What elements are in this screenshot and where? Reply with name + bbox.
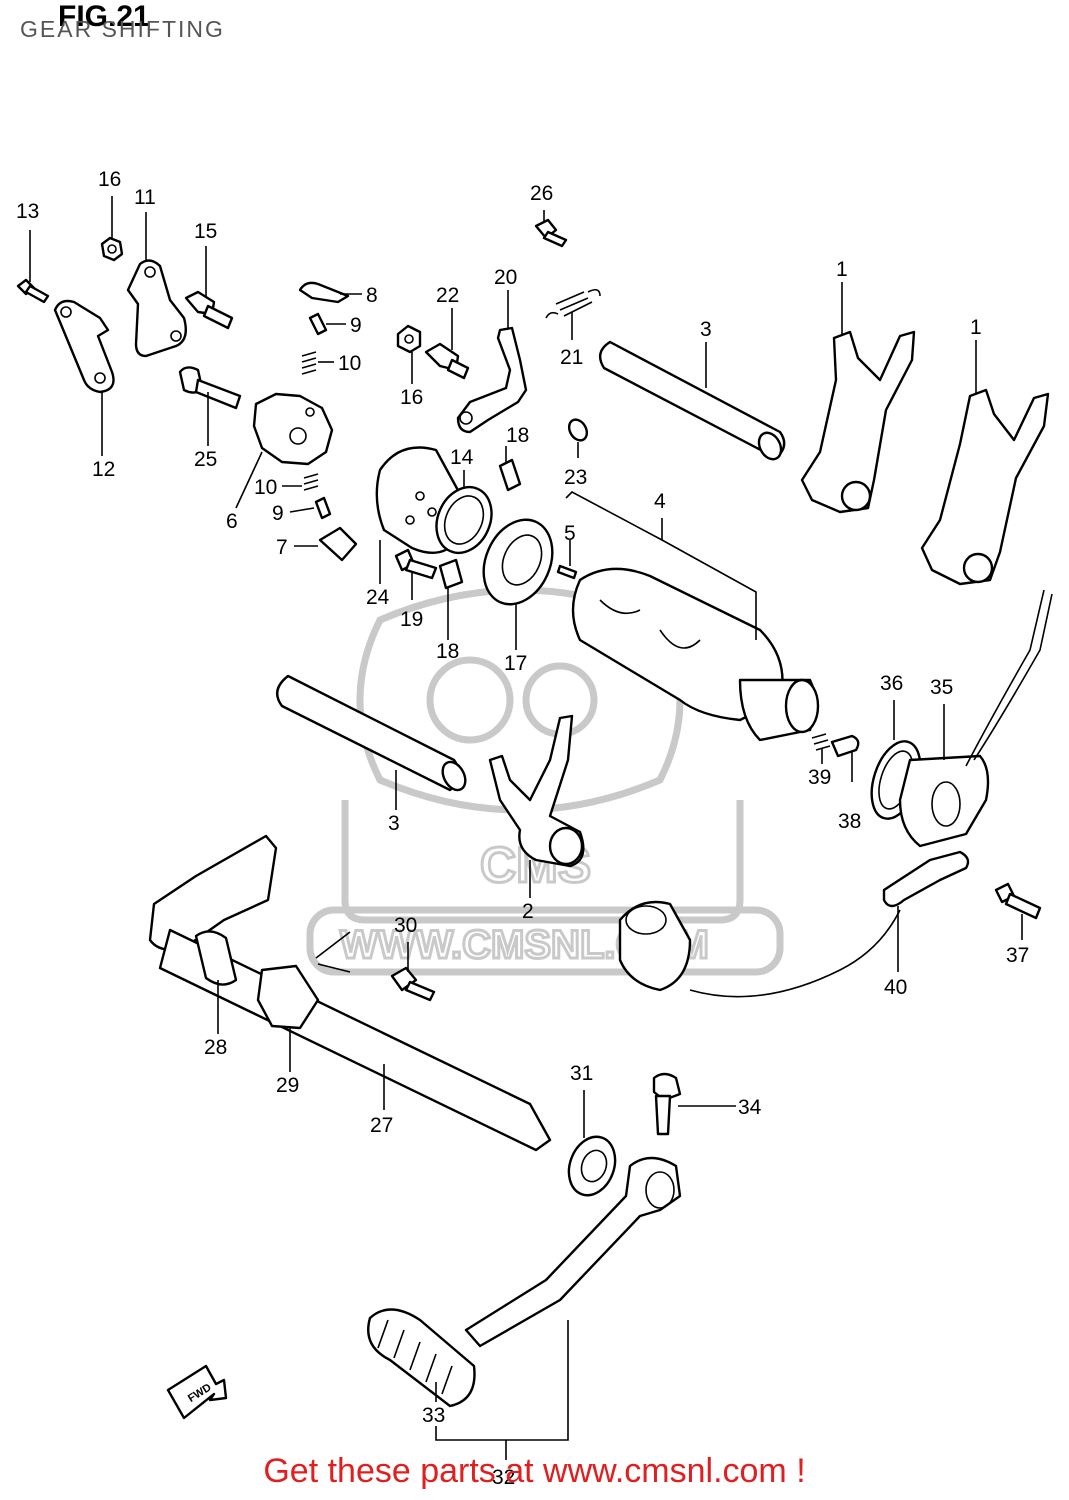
callout-10-upper: 10 bbox=[338, 352, 361, 375]
fwd-arrow-icon: FWD bbox=[166, 1364, 228, 1420]
callout-8: 8 bbox=[366, 284, 378, 307]
part-spring-39 bbox=[811, 733, 831, 751]
callout-3-lower: 3 bbox=[388, 812, 400, 835]
callout-26: 26 bbox=[530, 182, 553, 205]
part-nut-16a bbox=[100, 236, 124, 262]
part-bolt-34 bbox=[652, 1072, 682, 1136]
part-pedal-32 bbox=[464, 1156, 682, 1348]
callout-22: 22 bbox=[436, 284, 459, 307]
part-switch-cap bbox=[618, 900, 692, 992]
callout-13: 13 bbox=[16, 200, 39, 223]
callout-32: 32 bbox=[492, 1466, 515, 1489]
callout-31: 31 bbox=[570, 1062, 593, 1085]
callout-9-lower: 9 bbox=[272, 502, 284, 525]
callout-20: 20 bbox=[494, 266, 517, 289]
figure-title: FIG.21 bbox=[58, 0, 150, 33]
part-switch-35 bbox=[898, 589, 1053, 848]
callout-16-lower: 16 bbox=[400, 386, 423, 409]
part-pin-38 bbox=[830, 734, 860, 758]
part-pawl-7 bbox=[318, 526, 358, 562]
callout-25: 25 bbox=[194, 448, 217, 471]
part-bolt-19 bbox=[394, 548, 438, 580]
callout-6: 6 bbox=[226, 510, 238, 533]
callout-35: 35 bbox=[930, 676, 953, 699]
part-stud-15 bbox=[184, 290, 234, 330]
callout-7: 7 bbox=[276, 536, 288, 559]
callout-15: 15 bbox=[194, 220, 217, 243]
part-clamp-40 bbox=[689, 850, 970, 998]
part-spring-10a bbox=[301, 351, 317, 375]
part-lever-20 bbox=[456, 326, 528, 434]
leader-lines bbox=[29, 196, 1023, 1460]
callout-17: 17 bbox=[504, 652, 527, 675]
callout-4: 4 bbox=[654, 490, 666, 513]
part-stopper-18a bbox=[498, 458, 522, 492]
part-shaft-3a bbox=[598, 340, 786, 461]
callout-14: 14 bbox=[450, 446, 474, 469]
part-bolt-26 bbox=[534, 218, 568, 248]
callout-34: 34 bbox=[738, 1096, 762, 1119]
callout-10-lower: 10 bbox=[254, 476, 277, 499]
part-pawl-8 bbox=[298, 281, 350, 304]
part-fork-1a bbox=[800, 330, 916, 514]
callout-37: 37 bbox=[1006, 944, 1029, 967]
callout-23: 23 bbox=[564, 466, 587, 489]
part-stud-30 bbox=[390, 966, 436, 1002]
part-ring-14 bbox=[435, 485, 493, 555]
callout-9-upper: 9 bbox=[350, 314, 362, 337]
callout-29: 29 bbox=[276, 1074, 299, 1097]
part-spring-10b bbox=[303, 473, 319, 491]
callout-39: 39 bbox=[808, 766, 831, 789]
part-pin-9b bbox=[314, 496, 332, 520]
callout-36: 36 bbox=[880, 672, 903, 695]
callout-3-upper: 3 bbox=[700, 318, 712, 341]
part-shaft-27 bbox=[148, 834, 552, 1152]
callout-21: 21 bbox=[560, 346, 583, 369]
part-pin-5 bbox=[556, 564, 578, 580]
part-rubber-33 bbox=[367, 1308, 476, 1408]
buy-parts-link[interactable]: Get these parts at www.cmsnl.com ! bbox=[263, 1452, 806, 1490]
callout-27: 27 bbox=[370, 1114, 393, 1137]
callout-1-right: 1 bbox=[970, 316, 982, 339]
part-fork-1b bbox=[920, 388, 1050, 586]
callout-2: 2 bbox=[522, 900, 534, 923]
part-pin-9a bbox=[308, 312, 328, 336]
part-gear-6 bbox=[252, 392, 334, 466]
part-plate-11 bbox=[126, 259, 187, 358]
callout-16-nut: 16 bbox=[98, 168, 121, 191]
callout-12: 12 bbox=[92, 458, 115, 481]
callout-18-lower: 18 bbox=[436, 640, 459, 663]
callout-40: 40 bbox=[884, 976, 907, 999]
part-stud-22 bbox=[424, 342, 470, 380]
callout-24: 24 bbox=[366, 586, 390, 609]
callout-18-upper: 18 bbox=[506, 424, 529, 447]
part-washer-23 bbox=[567, 418, 589, 442]
callout-labels: 13 16 11 15 12 25 8 9 10 22 16 26 20 21 … bbox=[16, 168, 1029, 1489]
callout-5: 5 bbox=[564, 522, 576, 545]
part-bearing-17 bbox=[482, 518, 554, 606]
part-spring-21 bbox=[545, 288, 601, 319]
part-plate-12 bbox=[53, 299, 115, 394]
part-bolt-13 bbox=[16, 278, 50, 304]
part-stopper-18b bbox=[438, 558, 464, 590]
figure-subtitle: GEAR SHIFTING bbox=[20, 16, 225, 42]
callout-30: 30 bbox=[394, 914, 417, 937]
part-bolt-37 bbox=[994, 882, 1042, 920]
callout-1-left: 1 bbox=[836, 258, 848, 281]
part-shaft-3b bbox=[276, 674, 467, 792]
callout-11: 11 bbox=[134, 186, 156, 209]
part-bolt-25 bbox=[178, 366, 242, 410]
callout-28: 28 bbox=[204, 1036, 227, 1059]
callout-33: 33 bbox=[422, 1404, 445, 1427]
part-fork-2 bbox=[488, 714, 585, 868]
callout-38: 38 bbox=[838, 810, 861, 833]
part-seal-31 bbox=[567, 1135, 617, 1197]
part-drum-4 bbox=[571, 567, 820, 742]
part-nut-16b bbox=[396, 324, 422, 354]
callout-19: 19 bbox=[400, 608, 423, 631]
